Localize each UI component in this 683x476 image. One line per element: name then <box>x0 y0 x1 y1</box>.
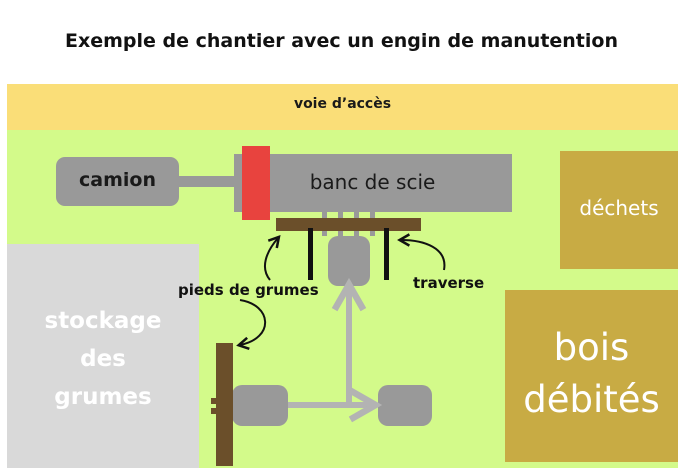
truck-coupling <box>179 176 235 187</box>
log-feet-arrow-down <box>236 299 267 351</box>
sawmill-label: banc de scie <box>309 170 436 194</box>
crossbar-arrow <box>397 233 446 271</box>
handler-unit-left <box>232 385 288 426</box>
truck-label: camion <box>79 169 156 191</box>
log-beam <box>216 343 233 466</box>
log-feet-label: pieds de grumes <box>178 281 319 299</box>
sawmill-block <box>234 154 512 212</box>
crossbar-post-left <box>308 228 313 280</box>
log-feet-arrow-up <box>263 235 281 281</box>
log-storage-zone <box>7 244 199 468</box>
waste-label: déchets <box>579 196 659 220</box>
saw-head-marker <box>242 146 270 220</box>
access-road-zone <box>7 84 678 130</box>
sawn-lumber-zone <box>505 290 678 462</box>
crossbar <box>276 218 421 231</box>
handler-vertical-track <box>346 284 352 405</box>
diagram-title: Exemple de chantier avec un engin de man… <box>65 30 618 52</box>
crossbar-label: traverse <box>413 274 485 292</box>
access-road-label: voie d’accès <box>293 96 392 112</box>
crossbar-post-right <box>384 228 389 280</box>
truck-block <box>56 157 179 206</box>
waste-zone <box>560 151 678 269</box>
handler-horizontal-track <box>288 402 376 408</box>
log-storage-label: stockage des grumes <box>44 308 162 410</box>
sawn-lumber-label: bois débités <box>523 326 660 421</box>
handler-unit-right <box>378 385 432 426</box>
handler-unit-top <box>328 236 370 286</box>
